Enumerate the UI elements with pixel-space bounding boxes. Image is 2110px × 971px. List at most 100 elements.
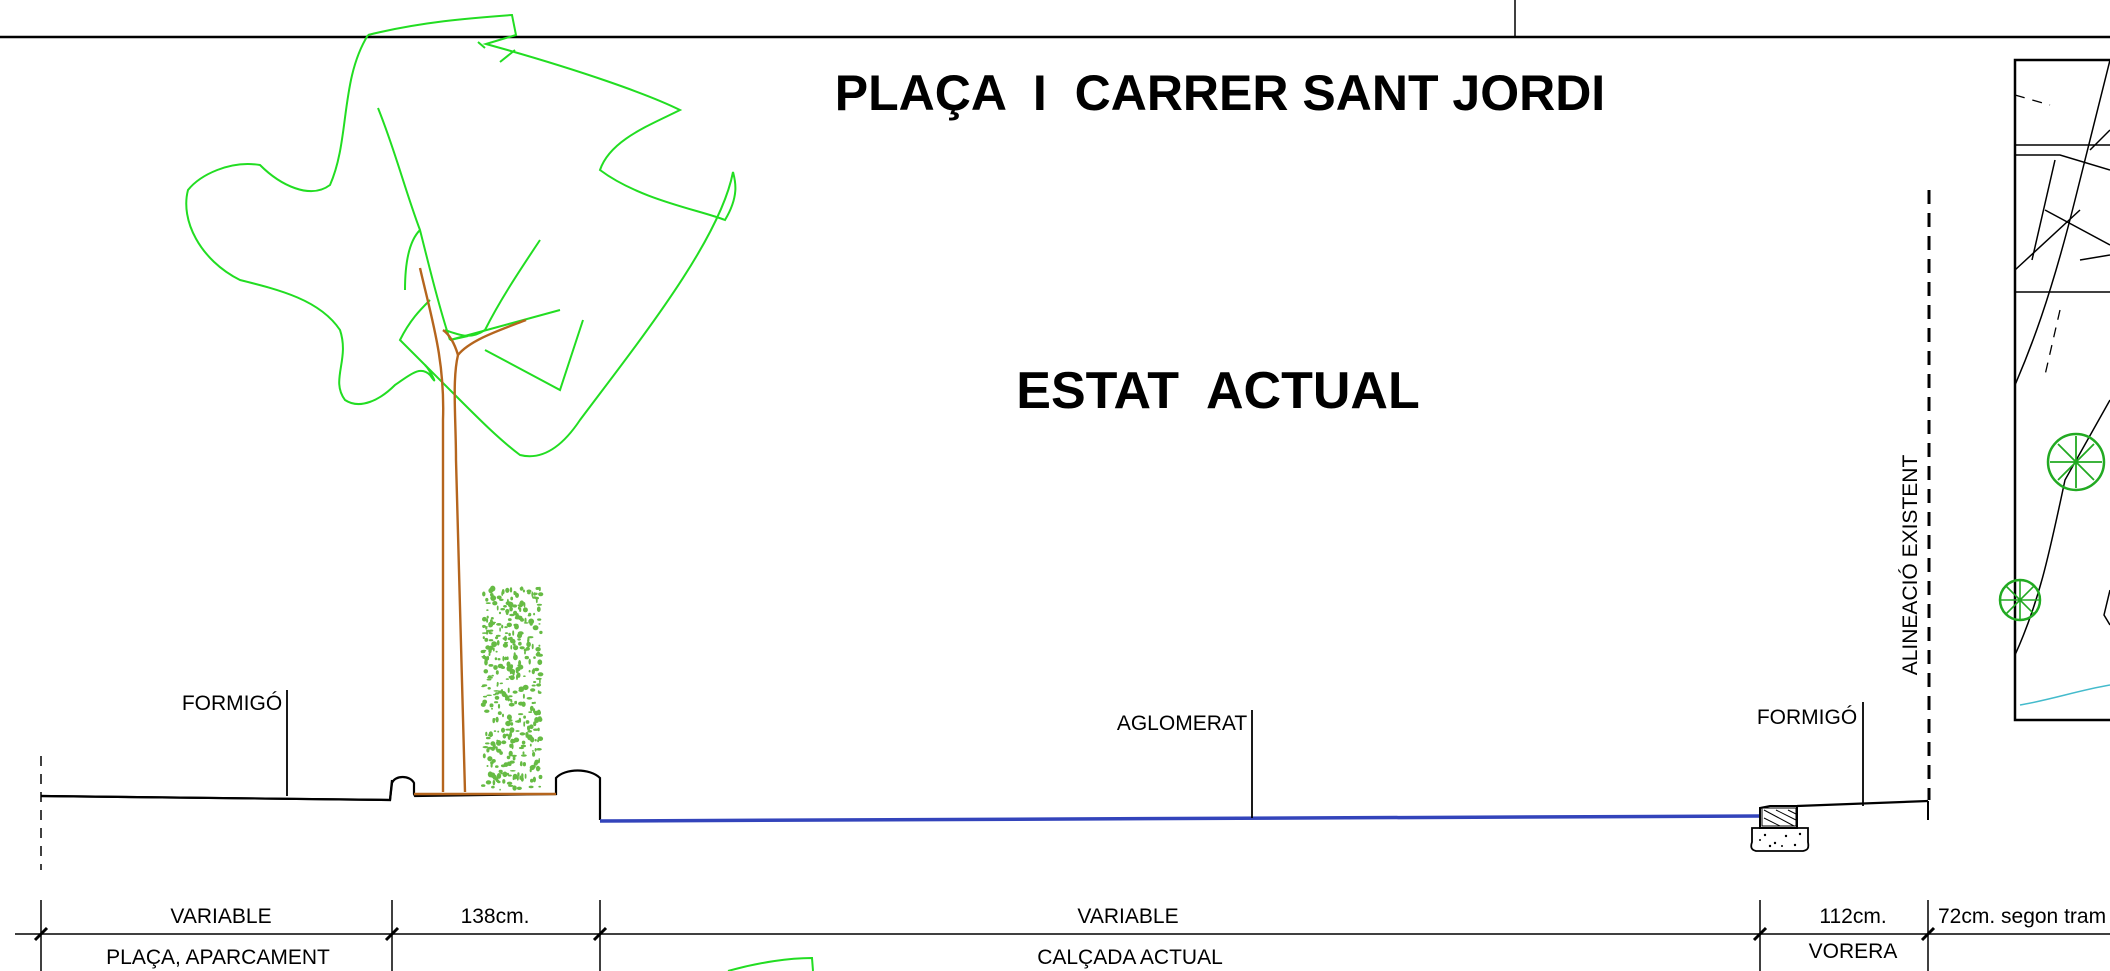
shrub-speck — [504, 635, 507, 642]
shrub-speck — [515, 700, 517, 705]
shrub-speck — [490, 619, 493, 623]
dimension-value: 112cm. — [1819, 905, 1886, 928]
shrub-speck — [501, 740, 507, 745]
shrub-speck — [519, 732, 526, 736]
shrub-speck — [534, 748, 537, 752]
shrub-speck — [482, 591, 486, 597]
shrub-speck — [528, 612, 532, 617]
shrub-speck — [502, 655, 505, 662]
shrub-speck — [496, 623, 502, 626]
shrub-speck — [517, 667, 523, 670]
shrub-speck — [519, 688, 524, 691]
shrub-speck — [512, 756, 516, 761]
shrub-speck — [493, 690, 500, 692]
shrub-speck — [510, 722, 514, 726]
shrub-hedge — [480, 585, 544, 791]
shrub-speck — [482, 632, 488, 634]
shrub-speck — [500, 608, 506, 611]
shrub-speck — [531, 701, 535, 705]
shrub-speck — [531, 643, 534, 650]
shrub-speck — [522, 607, 528, 613]
shrub-speck — [531, 591, 534, 598]
shrub-speck — [492, 647, 495, 652]
shrub-speck — [528, 785, 534, 789]
shrub-speck — [523, 622, 529, 624]
shrub-speck — [507, 618, 512, 622]
shrub-speck — [534, 667, 540, 672]
shrub-speck — [483, 669, 489, 674]
shrub-speck — [530, 778, 534, 783]
shrub-speck — [500, 764, 506, 768]
shrub-speck — [534, 738, 537, 742]
shrub-speck — [499, 598, 504, 601]
shrub-speck — [518, 713, 524, 716]
shrub-speck — [506, 622, 512, 628]
shrub-speck — [485, 602, 491, 604]
shrub-speck — [529, 705, 534, 712]
shrub-speck — [511, 754, 517, 757]
shrub-speck — [495, 746, 498, 751]
label-right-material: FORMIGÓ — [1757, 706, 1857, 729]
shrub-speck — [529, 724, 534, 729]
dimension-line — [15, 900, 2110, 971]
shrub-speck — [509, 770, 516, 772]
shrub-speck — [511, 743, 514, 750]
shrub-speck — [523, 715, 526, 719]
shrub-speck — [485, 597, 489, 602]
shrub-speck — [494, 701, 499, 704]
shrub-speck — [482, 624, 486, 628]
tree-canopy-fragment — [727, 956, 814, 971]
shrub-speck — [505, 587, 510, 593]
shrub-speck — [488, 639, 494, 642]
shrub-speck — [536, 748, 542, 751]
shrub-speck — [492, 601, 498, 606]
tree-trunk — [418, 267, 527, 793]
dimension-value: VARIABLE — [1077, 905, 1178, 928]
shrub-speck — [494, 695, 500, 700]
leader-lines — [286, 690, 1864, 818]
shrub-speck — [482, 695, 488, 698]
shrub-speck — [533, 701, 536, 704]
shrub-speck — [493, 693, 497, 696]
dimension-value: 72cm. segon tram — [1938, 905, 2106, 928]
shrub-speck — [524, 773, 527, 779]
shrub-speck — [513, 645, 519, 651]
shrub-speck — [509, 613, 515, 617]
shrub-speck — [537, 710, 541, 716]
label-left-material: FORMIGÓ — [182, 692, 282, 715]
shrub-speck — [499, 627, 501, 632]
shrub-speck — [498, 690, 503, 694]
shrub-speck — [526, 641, 531, 648]
shrub-speck — [491, 674, 494, 677]
shrub-speck — [512, 785, 517, 791]
shrub-speck — [484, 709, 490, 713]
shrub-speck — [523, 721, 526, 727]
shrub-speck — [513, 610, 518, 616]
shrub-speck — [519, 775, 522, 780]
shrub-speck — [505, 678, 510, 680]
shrub-speck — [532, 776, 537, 783]
shrub-speck — [500, 682, 503, 685]
shrub-speck — [484, 637, 489, 642]
shrub-speck — [505, 720, 511, 727]
shrub-speck — [527, 639, 530, 643]
shrub-speck — [518, 641, 522, 646]
shrub-speck — [487, 756, 493, 762]
shrub-speck — [501, 727, 505, 733]
shrub-speck — [519, 607, 522, 612]
shrub-speck — [522, 684, 529, 691]
shrub-speck — [492, 779, 496, 786]
shrub-speck — [522, 693, 525, 699]
shrub-speck — [496, 605, 499, 611]
shrub-speck — [537, 727, 540, 732]
shrub-speck — [493, 743, 496, 749]
shrub-speck — [509, 606, 513, 612]
shrub-speck — [530, 688, 536, 692]
shrub-speck — [501, 589, 505, 595]
shrub-speck — [506, 772, 510, 776]
shrub-speck — [480, 650, 486, 654]
shrub-speck — [503, 605, 507, 608]
shrub-speck — [482, 684, 488, 687]
shrub-speck — [538, 653, 541, 656]
